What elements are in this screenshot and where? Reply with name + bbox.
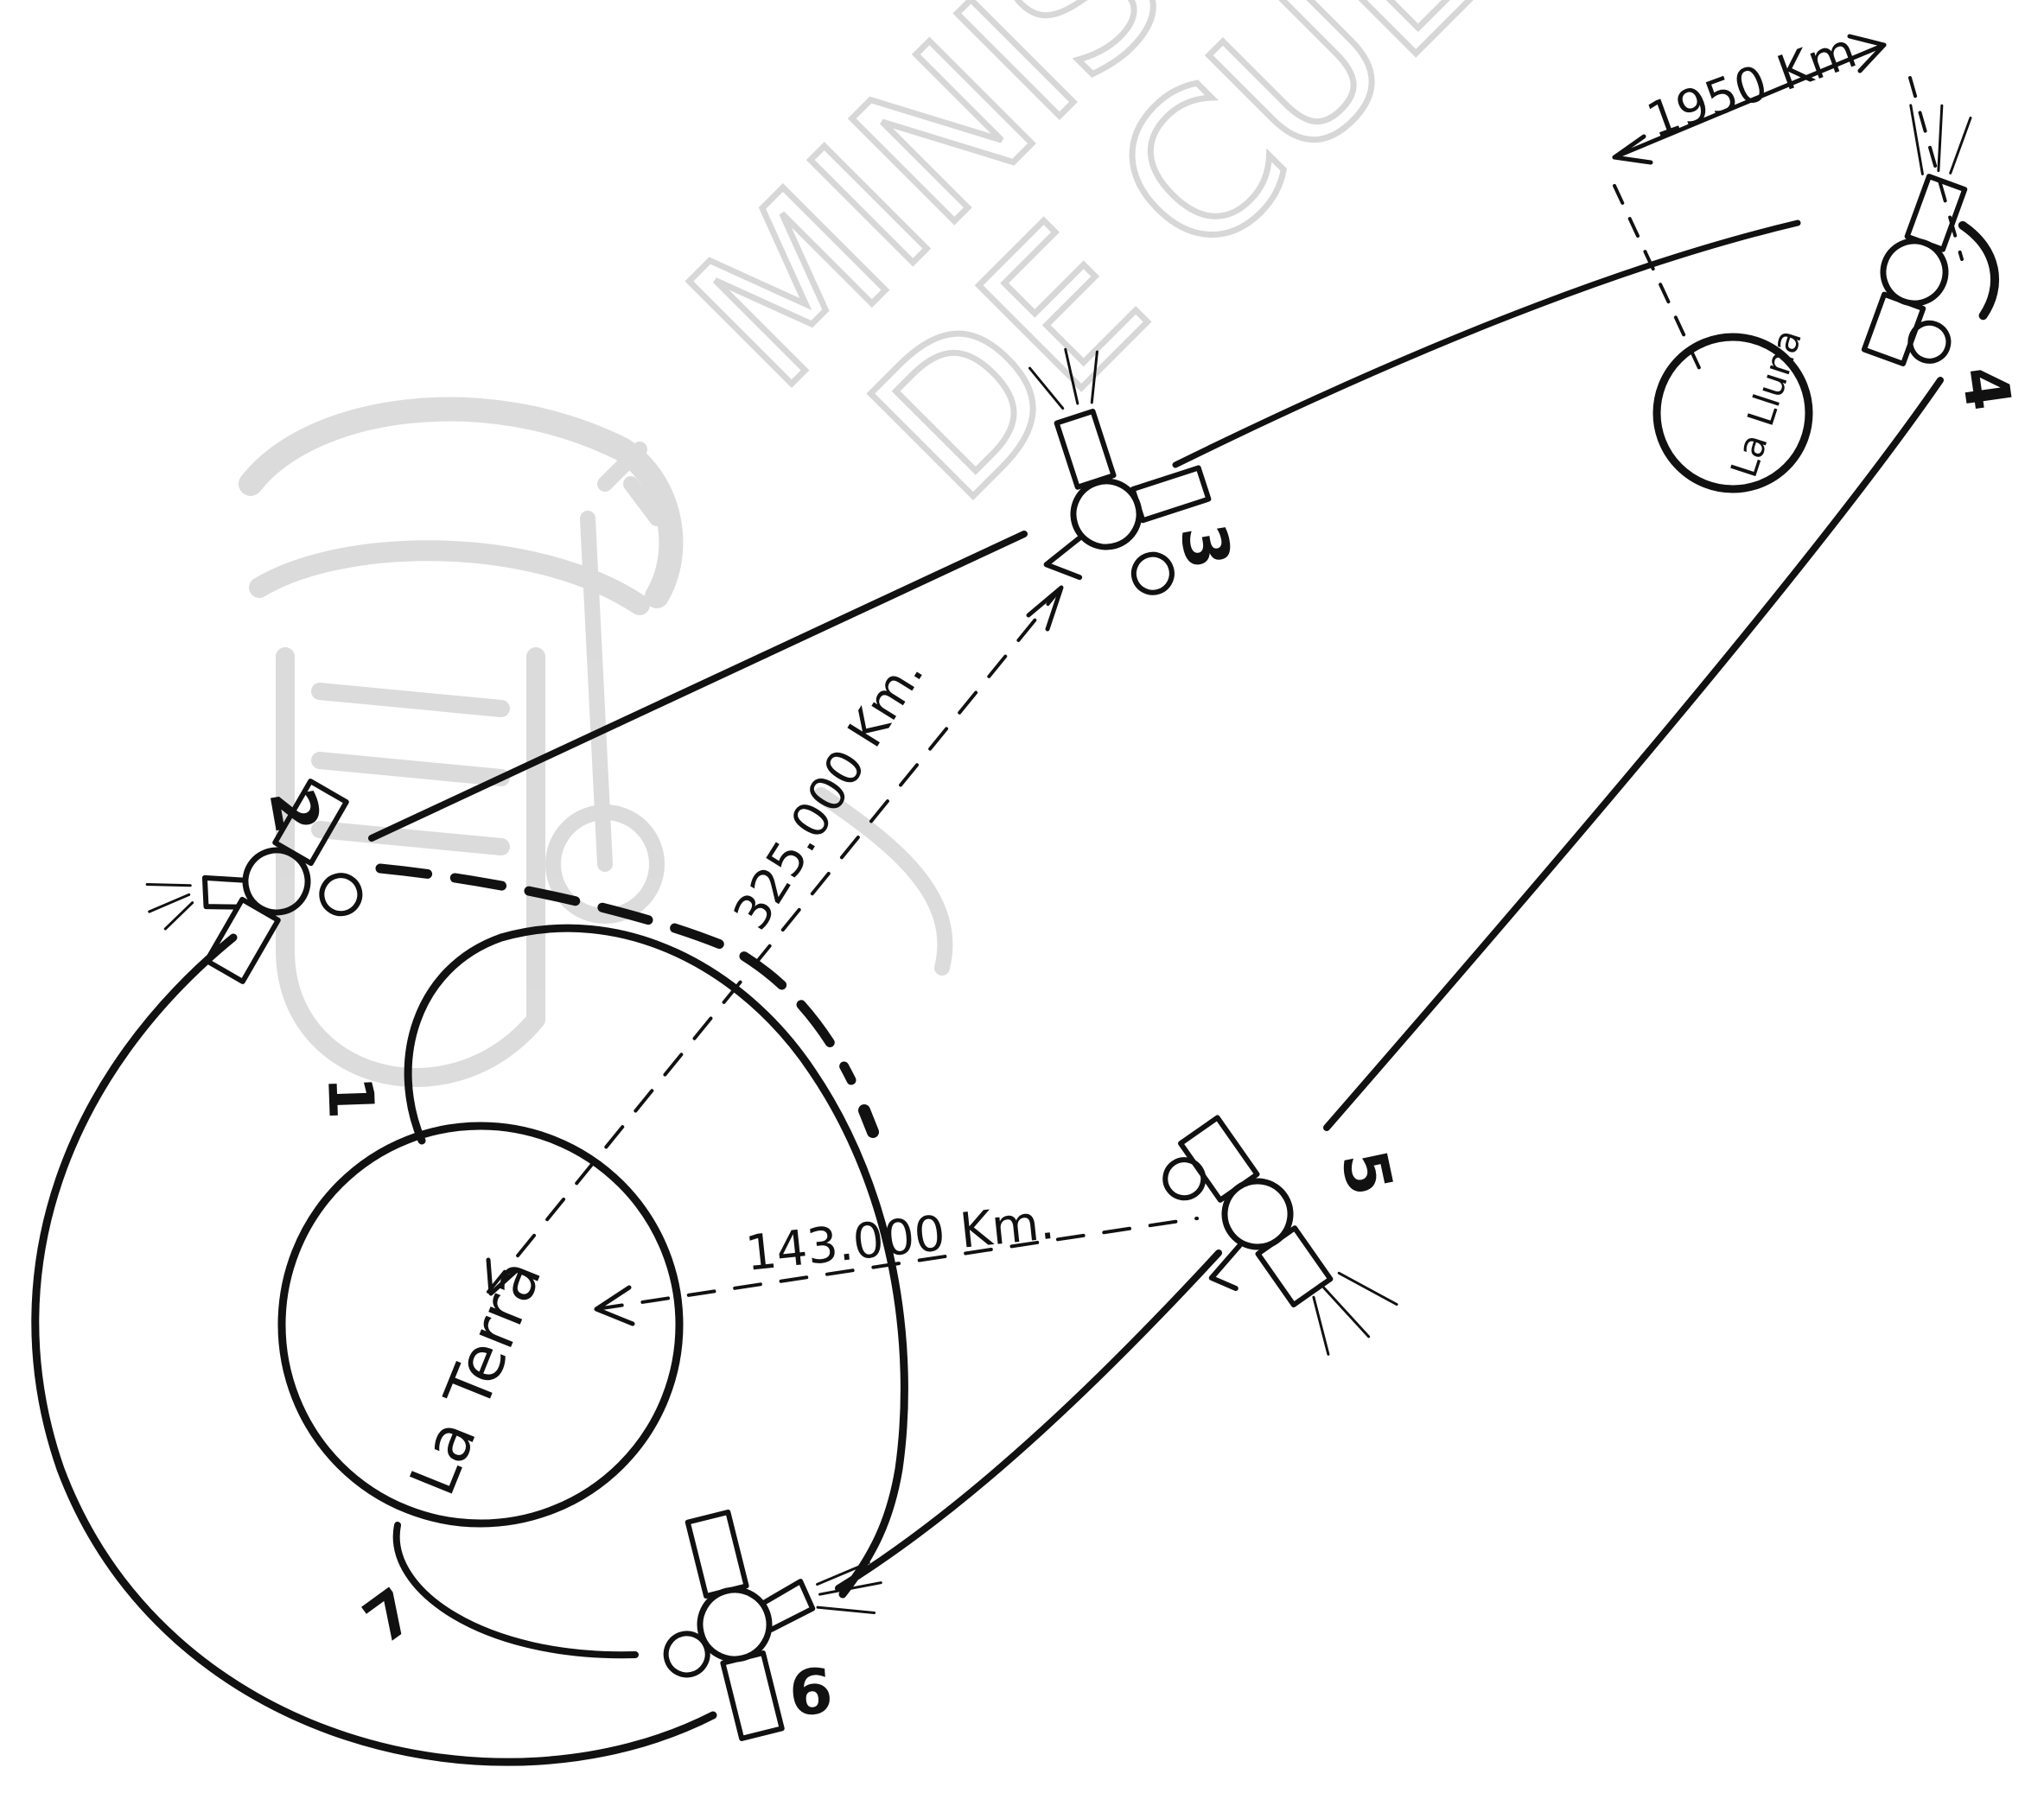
earth-circle xyxy=(277,1122,684,1528)
spacecraft-2 xyxy=(145,779,363,984)
label-325000km: 325.000 Km. xyxy=(723,647,935,939)
moon-diameter-arrow xyxy=(1612,42,1887,160)
coat-of-arms-watermark xyxy=(239,397,953,1087)
trajectory-5-to-6 xyxy=(835,1249,1222,1592)
label-1950km: 1950 Km xyxy=(1640,22,1864,149)
spacecraft-6 xyxy=(663,1509,882,1741)
position-1: 1 xyxy=(314,1075,388,1121)
transfer-dashed-arc xyxy=(375,863,856,1085)
position-6: 6 xyxy=(786,1655,835,1730)
distance-markers xyxy=(486,34,1964,1326)
spacecraft-5 xyxy=(1162,1115,1398,1356)
reentry-arc-7 xyxy=(392,1522,639,1659)
spacecraft-4 xyxy=(1861,104,1999,366)
position-3: 3 xyxy=(1166,518,1245,574)
watermark: MINIS DE CULT xyxy=(239,0,1584,1087)
trajectory-2-to-3 xyxy=(368,531,1028,842)
moon-arrow-head-left xyxy=(1612,134,1653,165)
trajectory-4-to-5 xyxy=(1323,377,1944,1131)
spacecraft-3 xyxy=(1028,347,1212,595)
moon-circle xyxy=(1652,333,1813,493)
label-143000km: 143.000 Km. xyxy=(743,1194,1057,1282)
moon-extent-left xyxy=(1613,184,1703,373)
distance-arrow-earth-b xyxy=(594,1285,635,1326)
moon-arrow-head-right xyxy=(1847,34,1887,73)
earth-label: La Terra xyxy=(396,1249,556,1504)
position-4: 4 xyxy=(1947,362,2025,415)
parking-orbit-1 xyxy=(404,924,908,1599)
distance-arrow-3 xyxy=(1026,585,1064,632)
position-5: 5 xyxy=(1327,1144,1407,1201)
return-loop-6-to-2 xyxy=(31,933,717,1766)
moon-extent-right xyxy=(1908,76,1964,261)
distance-line-325000 xyxy=(487,586,1063,1294)
trajectory-paths xyxy=(31,219,1944,1766)
trajectory-3-to-4 xyxy=(1172,219,1801,468)
distance-arrow-earth-a xyxy=(486,1257,519,1296)
distance-line-143000 xyxy=(595,1217,1199,1311)
arrow-on-orbit xyxy=(858,1104,879,1138)
